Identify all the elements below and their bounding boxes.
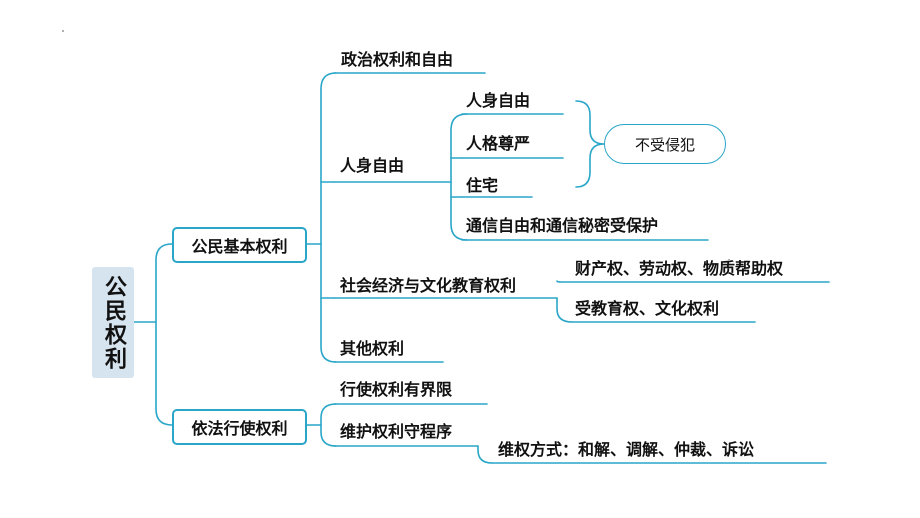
- branch-lawful-exercise-label: 依法行使权利: [191, 419, 288, 438]
- note-inviolable: 不受侵犯: [604, 124, 726, 164]
- leaf-property-labor-aid: 财产权、劳动权、物质帮助权: [575, 259, 784, 278]
- leaf-residence: 住宅: [466, 176, 499, 195]
- branch-basic-rights: 公民基本权利: [172, 227, 307, 263]
- node-personal-freedom: 人身自由: [340, 156, 405, 175]
- root-node: 公民权利: [92, 267, 134, 378]
- node-other-rights: 其他权利: [340, 339, 405, 358]
- stray-dot: [728, 259, 730, 261]
- node-social-economic-rights: 社会经济与文化教育权利: [340, 276, 517, 295]
- node-procedure: 维护权利守程序: [340, 422, 453, 441]
- leaf-personal-dignity: 人格尊严: [466, 134, 531, 153]
- node-political-rights: 政治权利和自由: [341, 50, 454, 69]
- root-label: 公民权利: [101, 274, 126, 371]
- node-limits: 行使权利有界限: [340, 380, 453, 399]
- leaf-remedy-methods: 维权方式：和解、调解、仲裁、诉讼: [498, 440, 755, 459]
- branch-basic-rights-label: 公民基本权利: [191, 237, 288, 256]
- note-inviolable-label: 不受侵犯: [634, 135, 695, 154]
- branch-lawful-exercise: 依法行使权利: [172, 409, 307, 445]
- leaf-correspondence: 通信自由和通信秘密受保护: [466, 216, 659, 235]
- leaf-personal-freedom: 人身自由: [466, 91, 531, 110]
- leaf-education-culture: 受教育权、文化权利: [575, 299, 720, 318]
- stray-dot: [62, 30, 64, 32]
